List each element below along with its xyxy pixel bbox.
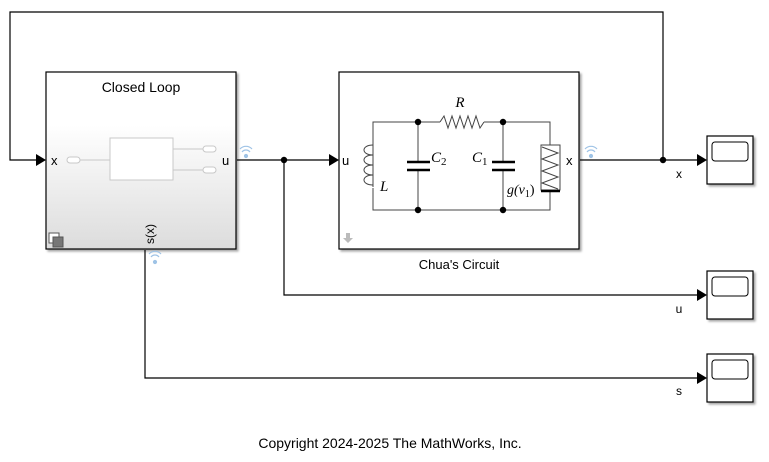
chua-circuit-title: Chua's Circuit (419, 257, 500, 272)
closed-loop-title: Closed Loop (102, 79, 181, 95)
closed-loop-in-port: x (51, 153, 58, 168)
signal-lines (9, 11, 698, 379)
closed-loop-block[interactable]: Closed Loop x u s(x) (45, 71, 237, 250)
branch-point-u (280, 156, 288, 164)
wifi-icon[interactable] (239, 145, 253, 159)
chua-out-port: x (566, 153, 573, 168)
chua-circuit-block[interactable]: Chua's Circuit u x (338, 71, 580, 272)
scope-s[interactable] (706, 353, 754, 403)
closed-loop-bottom-port: s(x) (143, 224, 157, 244)
subsystem-link-icon[interactable] (48, 232, 64, 248)
arrow-scope-u (697, 289, 707, 301)
scope-x[interactable] (706, 135, 754, 185)
signal-label-x: x (676, 167, 682, 181)
signal-logging-icons (148, 145, 598, 265)
circuit-schematic (363, 114, 561, 211)
chua-in-port: u (342, 153, 349, 168)
branch-point-x (659, 156, 667, 164)
closed-loop-out-port: u (222, 153, 229, 168)
line-u-branch[interactable] (283, 160, 698, 296)
label-g-v1: g(v1) (507, 183, 535, 200)
label-R: R (454, 95, 464, 111)
copyright-footer: Copyright 2024-2025 The MathWorks, Inc. (258, 435, 521, 451)
label-L: L (379, 179, 388, 195)
down-arrow-icon[interactable] (343, 233, 353, 243)
feedback-line-x[interactable] (9, 11, 664, 161)
scope-screen-icon (711, 359, 749, 380)
signal-label-u: u (676, 302, 683, 316)
scope-screen-icon (711, 141, 749, 162)
arrow-x-in (36, 154, 46, 166)
subsystem-preview-icon (66, 137, 217, 181)
wifi-icon[interactable] (584, 145, 598, 159)
capacitor-plates (407, 160, 560, 193)
arrow-u-in (329, 154, 339, 166)
line-s[interactable] (144, 250, 698, 379)
signal-label-s: s (676, 384, 682, 398)
inductor-L-icon (363, 144, 374, 186)
arrow-scope-s (697, 372, 707, 384)
scope-screen-icon (711, 276, 749, 297)
arrow-scope-x (697, 154, 707, 166)
wifi-icon[interactable] (148, 250, 162, 265)
resistor-R-icon (439, 114, 485, 130)
scope-u[interactable] (706, 270, 754, 320)
label-C1: C1 (472, 150, 488, 168)
label-C2: C2 (431, 150, 447, 168)
